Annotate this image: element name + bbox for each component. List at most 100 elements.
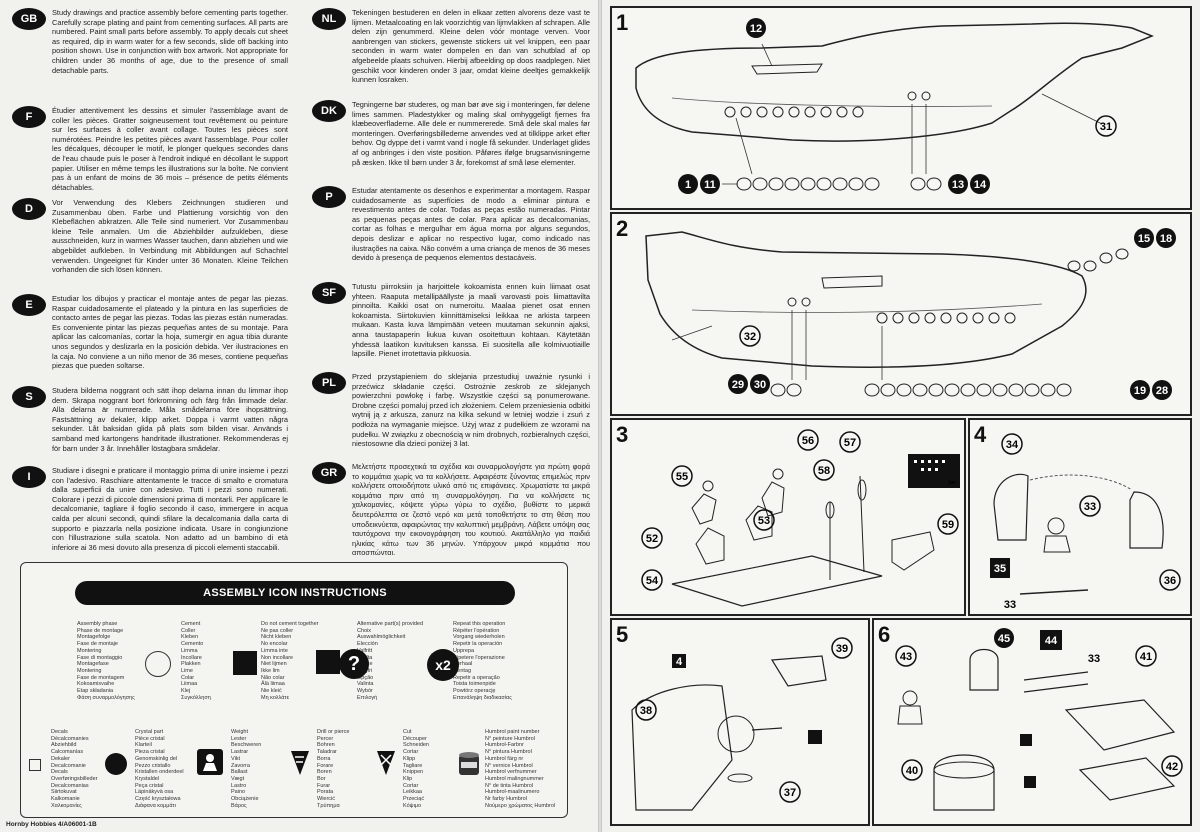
part-label: 31 [1100, 121, 1112, 133]
legend-line: Część kryształowa [135, 796, 181, 803]
lang-badge: PL [312, 372, 346, 394]
legend-line: Χαλκομανίες [51, 802, 82, 809]
legend-line: Humbrol-maalinumero [485, 789, 540, 796]
legend-line: Leikkaa [403, 789, 422, 796]
lang-text: Estudar atentamente os desenhos e experi… [352, 186, 590, 263]
legend-line: N° vernice Humbrol [485, 762, 533, 769]
cement-marker [808, 730, 822, 744]
legend-line: Furar [317, 782, 331, 789]
legend-line: Non incollare [261, 654, 294, 661]
part-label: 58 [818, 465, 830, 477]
legend-line: Lastro [231, 782, 247, 789]
lang-badge: SF [312, 282, 346, 304]
cut-icon [375, 749, 397, 777]
part-label: 36 [1164, 575, 1176, 587]
legend-title: ASSEMBLY ICON INSTRUCTIONS [75, 581, 515, 605]
part-label: 30 [754, 379, 766, 391]
legend-line: Ne pas coller [261, 627, 294, 634]
part-label: 42 [1166, 761, 1178, 773]
legend-line: Φάση συναρμολόγησης [77, 694, 135, 701]
legend-line: Ripetere l'operazione [453, 654, 505, 661]
part-label-bg [678, 174, 698, 194]
lang-block-sf: SF Tutustu piirroksiin ja harjoittele ko… [308, 282, 590, 372]
legend-line: Alternative part(s) provided [357, 621, 424, 627]
legend-line: Humbrol-Farbnr [485, 742, 524, 749]
instruction-text-page: GB Study drawings and practice assembly … [0, 0, 598, 832]
lang-block-f: F Étudier attentivement les dessins et s… [8, 106, 288, 198]
legend-line: Weight [231, 729, 249, 735]
part-label-bg [831, 637, 853, 659]
part-label: 28 [1156, 385, 1168, 397]
legend-line: Obciążenie [231, 796, 259, 803]
scissors-icon: ✂ [948, 478, 956, 489]
part-label: 40 [906, 765, 918, 777]
legend-line: Do not cement together [261, 621, 319, 627]
legend-line: Overføringsbilleder [51, 775, 98, 782]
part-label: 33 [1004, 599, 1016, 611]
part-label: 38 [640, 705, 652, 717]
legend-line: Vorgang wiederholen [453, 634, 505, 641]
window-parts [770, 248, 1129, 397]
legend-line: Boren [317, 769, 332, 776]
window-row [724, 91, 931, 118]
legend-line: Wiercić [317, 796, 336, 803]
legend-line: Colar [181, 674, 195, 681]
legend-line: Lester [231, 735, 247, 742]
legend-line: Herhaal [453, 661, 473, 668]
legend-line: Genomskinlig del [135, 755, 178, 762]
legend-line: Läpinäkyvä osa [135, 789, 174, 796]
drill-icon [289, 749, 311, 777]
part-label-bg [671, 465, 693, 487]
nose-turret-drawing: 34 33 35 33 36 [990, 433, 1181, 611]
legend-line: Taladrar [317, 749, 337, 756]
lang-text: Μελετήστε προσεχτικά τα σχέδια και συναρ… [352, 462, 590, 558]
legend-line: Niet lijmen [261, 661, 287, 668]
legend-line: Liimaa [181, 681, 198, 688]
part-label-bg [990, 558, 1010, 578]
cockpit-seats-drawing: ✂ 55 56 57 58 52 53 54 59 [641, 429, 960, 607]
part-label-bg [635, 699, 657, 721]
lang-badge: F [12, 106, 46, 128]
part-label-bg [672, 654, 686, 668]
fuselage-right-half-drawing: 15 18 32 29 30 19 28 [645, 228, 1176, 400]
part-label: 54 [646, 575, 659, 587]
part-label-bg [970, 174, 990, 194]
legend-line: Fase de montaje [77, 641, 118, 648]
part-label-bg [779, 781, 801, 803]
legend-line: Lastrar [231, 749, 249, 756]
part-label: 59 [942, 519, 954, 531]
legend-line: Percer [317, 735, 334, 742]
legend-line: Humbrol malingnummer [485, 775, 544, 782]
legend-line: Pieza cristal [135, 749, 165, 756]
legend-line: Cemento [181, 641, 204, 648]
footer-code: Hornby Hobbies 4/A06001-1B [6, 821, 97, 828]
part-label-bg [1159, 569, 1181, 591]
part-label-bg [641, 527, 663, 549]
part-label-bg [1161, 755, 1183, 777]
lang-text: Estudiar los dibujos y practicar el mont… [52, 294, 288, 371]
legend-line: Não colar [261, 674, 285, 681]
lang-text: Przed przystąpieniem do sklejania przest… [352, 372, 590, 449]
window-parts [736, 177, 942, 191]
legend-line: Ikke lim [261, 667, 280, 674]
legend-line: Limma [181, 647, 198, 654]
legend-line: Klej [181, 688, 191, 695]
part-label-bg [739, 325, 761, 347]
legend-line: Decalcomanie [51, 762, 86, 769]
part-label-bg [901, 759, 923, 781]
legend-line: Humbrol färg nr [485, 755, 524, 762]
lang-text: Studiare i disegni e praticare il montag… [52, 466, 288, 552]
part-label: 12 [750, 23, 762, 35]
assembly-phase-icon [145, 651, 171, 677]
legend-line: Upprepa [453, 647, 475, 654]
legend-line: Kristallen onderdeel [135, 769, 184, 776]
assembly-icon-legend: ASSEMBLY ICON INSTRUCTIONS Assembly phas… [20, 562, 568, 818]
legend-line: Repetir a operação [453, 674, 500, 681]
legend-line: Pièce cristal [135, 735, 165, 742]
legend-line: Tagliare [403, 762, 423, 769]
page-fold [598, 0, 602, 832]
